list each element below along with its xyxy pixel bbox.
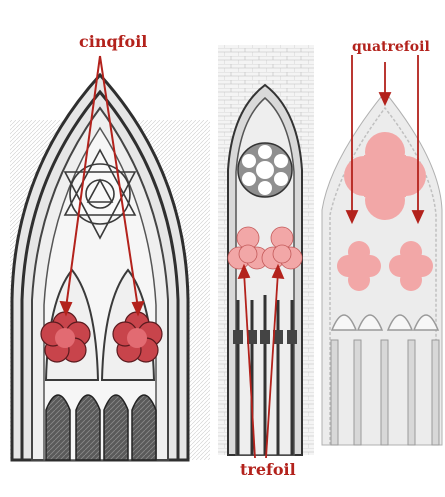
center-rose-window (238, 143, 292, 197)
cinqfoil-label: cinqfoil (79, 34, 147, 50)
center-capitals (233, 330, 297, 344)
left-arch-panel (10, 56, 210, 460)
center-window-panel (218, 45, 314, 458)
trefoil-label: trefoil (240, 462, 296, 478)
right-arcade-panel (322, 55, 442, 445)
quatrefoil-label: quatrefoil (352, 40, 430, 54)
